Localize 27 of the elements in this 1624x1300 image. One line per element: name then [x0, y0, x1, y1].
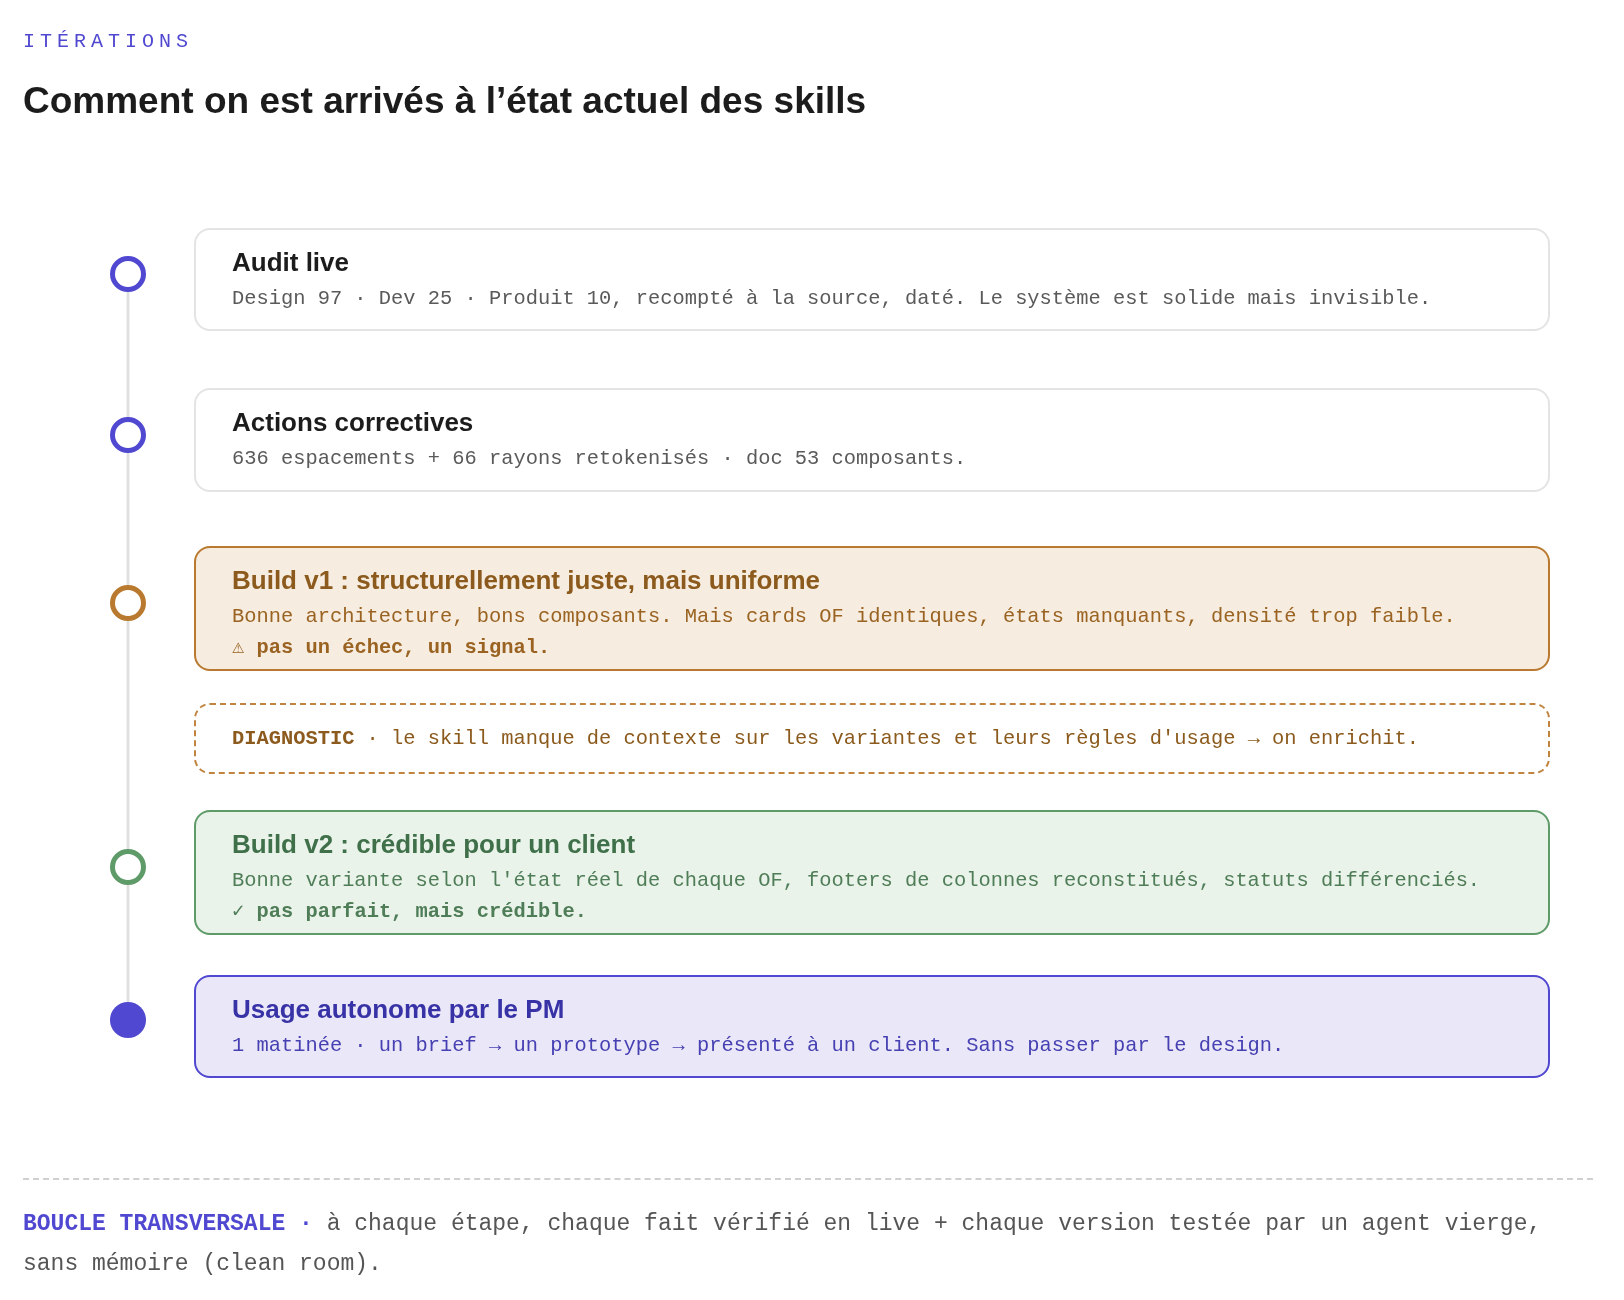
milestone-card	[194, 546, 1550, 671]
timeline-marker	[110, 1002, 146, 1038]
timeline-marker	[110, 849, 146, 885]
card-description: Bonne variante selon l'état réel de chaque OF, footers de colonnes reconstitués, statuts différenciés.	[232, 868, 1481, 894]
section-label: ITÉRATIONS	[23, 29, 194, 55]
card-title: Audit live	[232, 246, 349, 279]
card-title: Usage autonome par le PM	[232, 993, 565, 1026]
card-description: 1 matinée · un brief → un prototype → présenté à un client. Sans passer par le design.	[232, 1033, 1285, 1059]
milestone-card	[194, 228, 1550, 331]
card-title: Build v2 : crédible pour un client	[232, 828, 636, 861]
page-title: Comment on est arrivés à l’état actuel des skills	[23, 79, 867, 123]
timeline-marker	[110, 417, 146, 453]
note-text: DIAGNOSTIC · le skill manque de contexte sur les variantes et leurs règles d'usage → on enrichit.	[232, 726, 1419, 752]
card-description: Design 97 · Dev 25 · Produit 10, recompté à la source, daté. Le système est solide mais invisible.	[232, 286, 1432, 312]
diagnostic-note	[194, 703, 1550, 774]
timeline-marker	[110, 256, 146, 292]
footnote: BOUCLE TRANSVERSALE · à chaque étape, chaque fait vérifié en live + chaque version testée par un agent vierge, sans mémoire (clean room).	[23, 1210, 1543, 1279]
milestone-card	[194, 975, 1550, 1078]
card-description: 636 espacements + 66 rayons retokenisés · doc 53 composants.	[232, 446, 967, 472]
card-description: Bonne architecture, bons composants. Mais cards OF identiques, états manquants, densité trop faible.	[232, 604, 1456, 630]
milestone-card	[194, 388, 1550, 492]
status-note: ⚠ pas un échec, un signal.	[232, 635, 551, 661]
card-title: Actions correctives	[232, 406, 474, 439]
status-note: ✓ pas parfait, mais crédible.	[232, 899, 587, 925]
card-title: Build v1 : structurellement juste, mais uniforme	[232, 564, 821, 597]
timeline-marker	[110, 585, 146, 621]
milestone-card	[194, 810, 1550, 935]
